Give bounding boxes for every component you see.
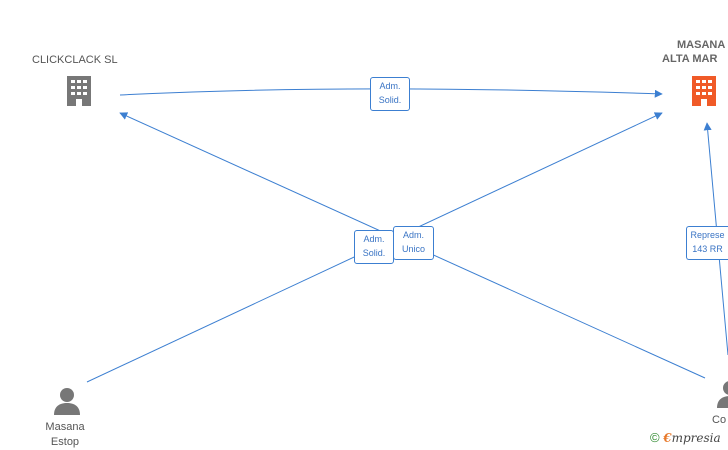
- person-icon[interactable]: [52, 386, 82, 416]
- node-label-right-person[interactable]: Co: [712, 414, 727, 426]
- node-label-masana-estop-line1[interactable]: Masana: [45, 421, 85, 433]
- edge-label-center-left[interactable]: Adm. Solid.: [354, 230, 394, 264]
- building-icon[interactable]: [64, 74, 94, 108]
- edge-label-top-line1: Adm.: [379, 81, 401, 91]
- building-icon[interactable]: [689, 74, 719, 108]
- copyright-symbol: ©: [650, 430, 660, 445]
- edge-label-top[interactable]: Adm. Solid.: [370, 77, 410, 111]
- edge-label-center-left-line2: Solid.: [362, 248, 386, 258]
- edge-label-right-line2: 143 RR: [692, 244, 723, 254]
- edge-label-center-right-line2: Unico: [401, 244, 425, 254]
- edge-label-center-left-line1: Adm.: [363, 234, 385, 244]
- node-label-masana-estop-line2[interactable]: Estop: [50, 436, 80, 448]
- empresia-logo: €mpresia: [663, 431, 721, 445]
- edge-label-right-line1: Represe: [690, 230, 725, 240]
- empresia-watermark: © €mpresia: [650, 430, 721, 445]
- edge-label-center-right-line1: Adm.: [402, 230, 424, 240]
- edge-label-center-right[interactable]: Adm. Unico: [393, 226, 434, 260]
- edge-label-top-line2: Solid.: [378, 95, 402, 105]
- node-label-masana-alta-mar-line2[interactable]: ALTA MAR: [662, 53, 718, 65]
- node-label-clickclack[interactable]: CLICKCLACK SL: [32, 54, 118, 66]
- node-label-masana-alta-mar-line1[interactable]: MASANA: [677, 39, 726, 51]
- edge-label-right[interactable]: Represe 143 RR: [686, 226, 728, 260]
- person-icon[interactable]: [716, 380, 728, 408]
